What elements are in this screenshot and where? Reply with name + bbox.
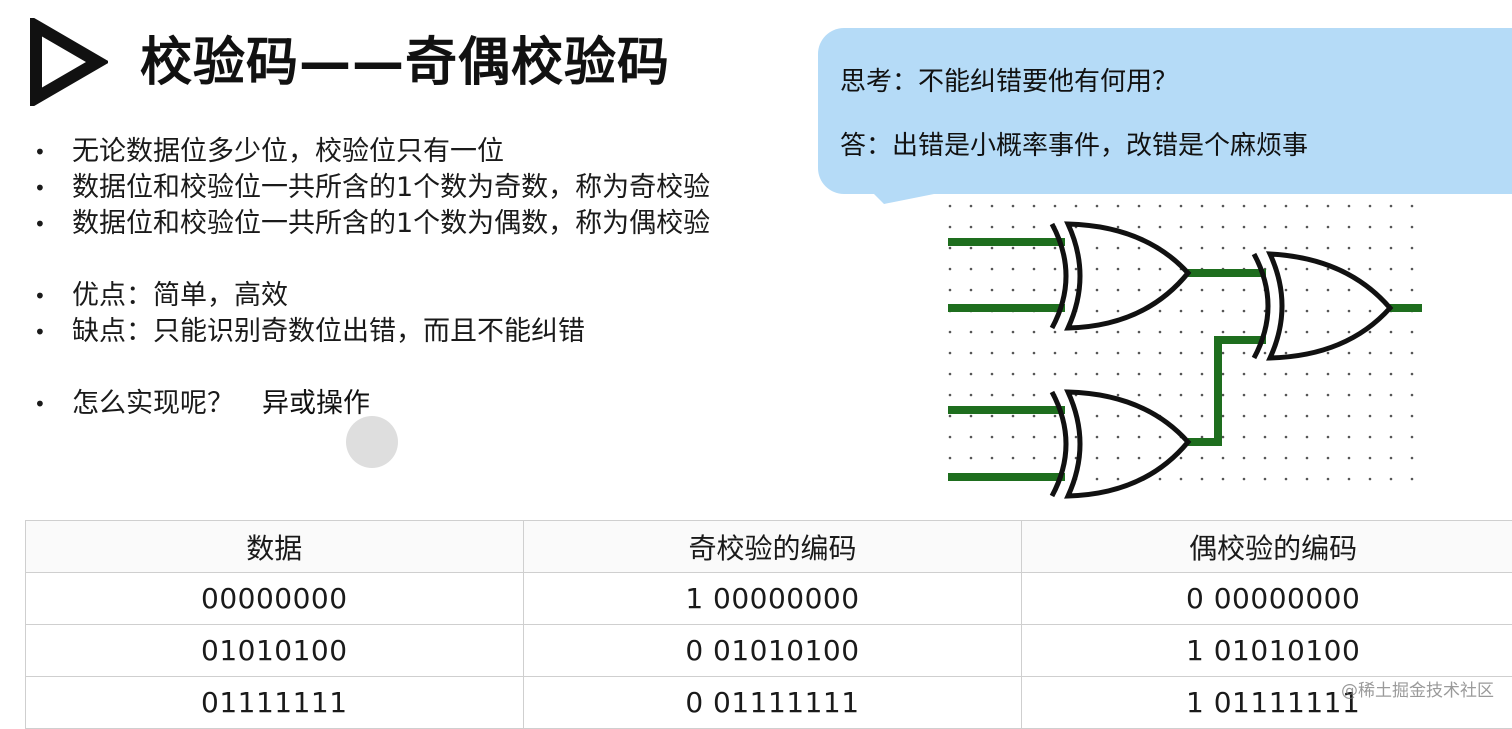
play-triangle-icon [28,18,108,106]
xor-circuit-diagram [940,196,1440,506]
header-data: 数据 [26,521,524,573]
table-cell: 01010100 [26,625,524,677]
bullet-list: • 无论数据位多少位，校验位只有一位 • 数据位和校验位一共所含的1个数为奇数，… [30,134,710,422]
table-row: 01010100 0 01010100 1 01010100 [26,625,1512,677]
bullet-emphasis: 异或操作 [262,388,370,419]
header-even-parity: 偶校验的编码 [1022,521,1512,573]
bullet-text: 缺点：只能识别奇数位出错，而且不能纠错 [72,316,585,347]
bullet-text: 怎么实现呢？ [72,388,234,419]
parity-code-table: 数据 奇校验的编码 偶校验的编码 00000000 1 00000000 0 0… [25,520,1512,729]
watermark: @稀土掘金技术社区 [1341,676,1494,701]
table-cell: 00000000 [26,573,524,625]
pointer-highlight [346,416,398,468]
bullet-item: • 数据位和校验位一共所含的1个数为奇数，称为奇校验 [30,170,710,206]
bullet-text: 数据位和校验位一共所含的1个数为奇数，称为奇校验 [72,172,710,203]
bullet-dot: • [34,134,46,170]
table-cell: 0 00000000 [1022,573,1512,625]
bubble-question: 思考：不能纠错要他有何用？ [840,62,1512,102]
table-cell: 1 01010100 [1022,625,1512,677]
table-cell: 0 01111111 [523,677,1022,729]
bullet-item: • 缺点：只能识别奇数位出错，而且不能纠错 [30,314,710,350]
bullet-dot: • [34,278,46,314]
bullet-text: 优点：简单，高效 [72,280,288,311]
table-cell: 0 01010100 [523,625,1022,677]
bullet-item: • 数据位和校验位一共所含的1个数为偶数，称为偶校验 [30,206,710,242]
bullet-dot: • [34,314,46,350]
header-odd-parity: 奇校验的编码 [523,521,1022,573]
slide-title: 校验码——奇偶校验码 [140,26,670,100]
bullet-text: 数据位和校验位一共所含的1个数为偶数，称为偶校验 [72,208,710,239]
bullet-dot: • [34,386,46,422]
bullet-item: • 无论数据位多少位，校验位只有一位 [30,134,710,170]
bullet-dot: • [34,206,46,242]
table-header-row: 数据 奇校验的编码 偶校验的编码 [26,521,1512,573]
bubble-answer: 答：出错是小概率事件，改错是个麻烦事 [840,126,1512,166]
table-cell: 1 00000000 [523,573,1022,625]
thought-bubble: 思考：不能纠错要他有何用？ 答：出错是小概率事件，改错是个麻烦事 [818,28,1512,194]
bullet-text: 无论数据位多少位，校验位只有一位 [72,136,504,167]
table-cell: 01111111 [26,677,524,729]
bullet-item: • 优点：简单，高效 [30,278,710,314]
bullet-dot: • [34,170,46,206]
table-row: 01111111 0 01111111 1 01111111 [26,677,1512,729]
table-row: 00000000 1 00000000 0 00000000 [26,573,1512,625]
